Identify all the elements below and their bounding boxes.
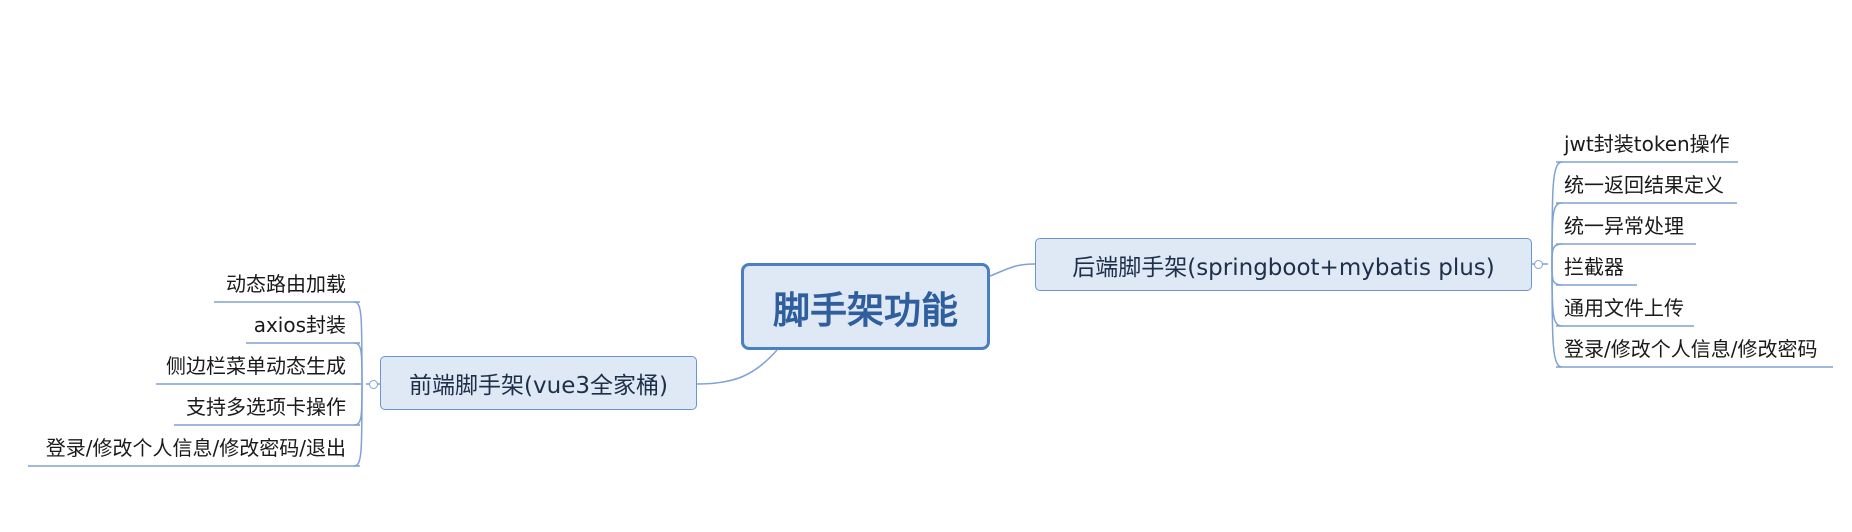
backend-leaf-interceptor[interactable]: 拦截器	[1564, 255, 1624, 279]
connector-central-frontend	[696, 349, 778, 385]
central-topic-label: 脚手架功能	[773, 288, 958, 332]
backend-branch-topic[interactable]: 后端脚手架(springboot+mybatis plus)	[1035, 238, 1532, 291]
connector-central-backend	[989, 263, 1036, 277]
frontend-branch-label: 前端脚手架(vue3全家桶)	[409, 373, 668, 399]
backend-branch-label: 后端脚手架(springboot+mybatis plus)	[1072, 254, 1495, 281]
backend-leaf-unified-result[interactable]: 统一返回结果定义	[1564, 173, 1724, 197]
frontend-collapse-toggle[interactable]	[369, 380, 378, 389]
backend-leaf-exception-handling[interactable]: 统一异常处理	[1564, 214, 1684, 238]
central-topic[interactable]: 脚手架功能	[741, 263, 990, 350]
frontend-branch-topic[interactable]: 前端脚手架(vue3全家桶)	[380, 356, 697, 410]
frontend-leaf-dynamic-routes[interactable]: 动态路由加载	[226, 272, 346, 296]
backend-leaf-connectors	[1532, 161, 1833, 368]
frontend-leaf-connectors	[28, 301, 380, 467]
frontend-leaf-axios[interactable]: axios封装	[253, 313, 346, 337]
backend-leaf-login-profile[interactable]: 登录/修改个人信息/修改密码	[1564, 337, 1818, 361]
backend-leaf-file-upload[interactable]: 通用文件上传	[1564, 296, 1684, 320]
backend-leaf-jwt[interactable]: jwt封装token操作	[1564, 132, 1730, 156]
frontend-leaf-sidebar-menu[interactable]: 侧边栏菜单动态生成	[166, 354, 346, 378]
backend-collapse-toggle[interactable]	[1534, 260, 1543, 269]
frontend-leaf-multi-tabs[interactable]: 支持多选项卡操作	[186, 395, 346, 419]
frontend-leaf-login-profile-logout[interactable]: 登录/修改个人信息/修改密码/退出	[45, 436, 346, 460]
